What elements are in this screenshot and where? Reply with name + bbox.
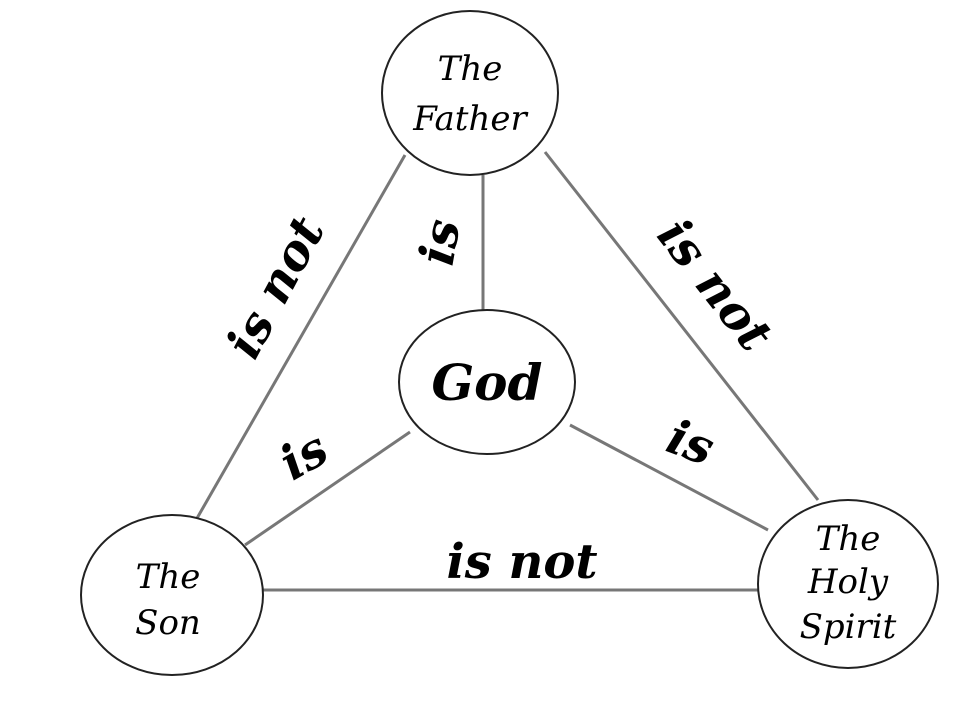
- edge-spirit-god: [569, 423, 769, 532]
- node-father: The Father: [381, 10, 559, 176]
- node-spirit-line2: Holy: [807, 562, 889, 602]
- edge-father-spirit: [543, 151, 820, 501]
- node-spirit-line1: The: [816, 519, 881, 559]
- node-father-line1: The: [438, 49, 503, 89]
- label-son-god: is: [270, 421, 337, 492]
- node-god-label: God: [431, 353, 542, 412]
- edge-son-god: [244, 430, 411, 547]
- edge-father-son: [194, 154, 407, 521]
- label-father-son: is not: [216, 208, 336, 368]
- node-spirit: The Holy Spirit: [757, 499, 939, 669]
- label-father-god: is: [409, 215, 472, 269]
- label-spirit-god: is: [660, 409, 722, 477]
- label-father-spirit: is not: [646, 208, 783, 362]
- node-son-line1: The: [136, 557, 201, 597]
- label-son-spirit: is not: [446, 534, 597, 590]
- node-spirit-line3: Spirit: [800, 607, 897, 647]
- node-son-line2: Son: [135, 603, 201, 643]
- node-son: The Son: [80, 514, 264, 676]
- node-father-line2: Father: [412, 99, 528, 139]
- node-god: God: [398, 309, 576, 455]
